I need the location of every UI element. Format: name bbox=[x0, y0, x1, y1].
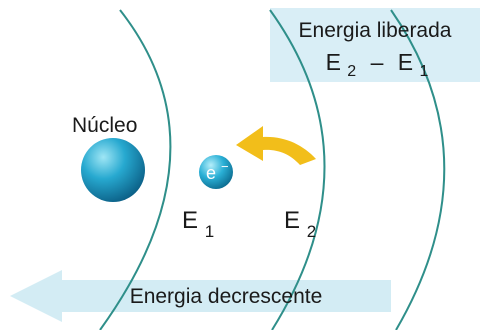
transition-arrow-icon bbox=[236, 126, 316, 165]
energy-level-1-base: E bbox=[182, 207, 198, 234]
energy-decreasing-arrow bbox=[10, 270, 391, 322]
energy-level-1-subscript: 1 bbox=[205, 222, 214, 241]
released-energy-formula: E 2 – E 1 bbox=[326, 49, 429, 81]
orbit-2 bbox=[269, 9, 326, 330]
formula-operator: – bbox=[371, 49, 384, 75]
formula-term-1-subscript: 1 bbox=[420, 63, 429, 80]
nucleus bbox=[81, 138, 145, 202]
electron-base: e bbox=[206, 163, 216, 183]
energy-decreasing-label: Energia decrescente bbox=[130, 285, 323, 308]
orbit-3 bbox=[390, 9, 446, 330]
formula-term-2-base: E bbox=[326, 49, 341, 75]
released-energy-title: Energia liberada bbox=[299, 19, 452, 42]
energy-level-2-subscript: 2 bbox=[307, 222, 316, 241]
formula-term-2-subscript: 2 bbox=[347, 63, 356, 80]
formula-term-1-base: E bbox=[398, 49, 413, 75]
electron bbox=[199, 155, 233, 189]
energy-level-1-label: E 1 bbox=[182, 207, 214, 241]
nucleus-label: Núcleo bbox=[72, 114, 137, 137]
energy-level-2-label: E 2 bbox=[284, 207, 316, 241]
electron-superscript: − bbox=[221, 159, 229, 174]
energy-level-2-base: E bbox=[284, 207, 300, 234]
orbit-1 bbox=[99, 9, 172, 330]
electron-label: e − bbox=[206, 159, 229, 183]
